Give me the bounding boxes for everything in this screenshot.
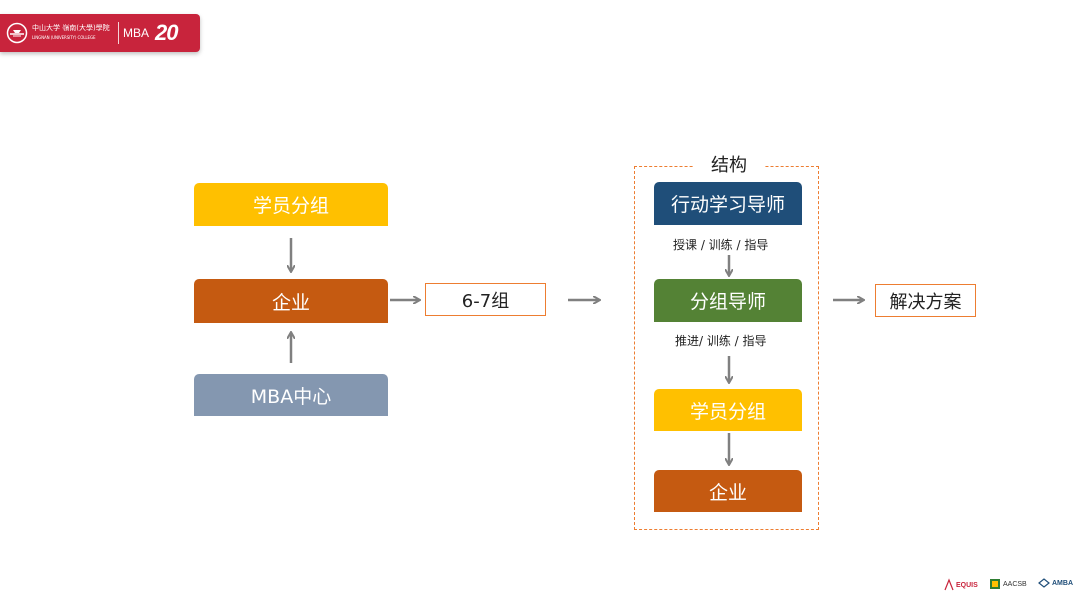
college-emblem-icon: [6, 22, 28, 44]
logo-banner: 中山大学 嶺南(大學)學院 LINGNAN (UNIVERSITY) COLLE…: [0, 14, 200, 52]
structure-student-groups-box: 学员分组: [654, 389, 802, 431]
logo-divider: [118, 22, 119, 44]
action-learning-mentor-box: 行动学习导师: [654, 182, 802, 225]
amba-logo: AMBA: [1038, 578, 1073, 588]
structure-company-box: 企业: [654, 470, 802, 512]
amba-label: AMBA: [1052, 579, 1073, 587]
aacsb-label: AACSB: [1003, 580, 1027, 588]
equis-logo: EQUIS: [944, 578, 978, 592]
group-mentor-role-label: 推进/ 训练 / 指导: [675, 334, 767, 348]
structure-title: 结构: [694, 151, 764, 177]
logo-mba: MBA: [123, 26, 150, 40]
mentor-role-label: 授课 / 训练 / 指导: [673, 238, 769, 252]
aacsb-icon: [990, 579, 1000, 589]
equis-label: EQUIS: [956, 581, 978, 589]
amba-icon: [1038, 578, 1050, 588]
group-mentor-box: 分组导师: [654, 279, 802, 322]
mba-center-box: MBA中心: [194, 374, 388, 416]
student-groups-box: 学员分组: [194, 183, 388, 226]
logo-text: 中山大学 嶺南(大學)學院 LINGNAN (UNIVERSITY) COLLE…: [32, 24, 114, 42]
equis-icon: [944, 578, 954, 591]
group-count-box: 6-7组: [425, 283, 546, 316]
company-box: 企业: [194, 279, 388, 323]
logo-english-name: LINGNAN (UNIVERSITY) COLLEGE: [32, 35, 96, 40]
logo-chinese-name: 中山大学 嶺南(大學)學院: [32, 24, 110, 32]
solution-box: 解决方案: [875, 284, 976, 317]
logo-anniversary: 20: [155, 20, 179, 45]
aacsb-logo: AACSB: [989, 578, 1027, 590]
